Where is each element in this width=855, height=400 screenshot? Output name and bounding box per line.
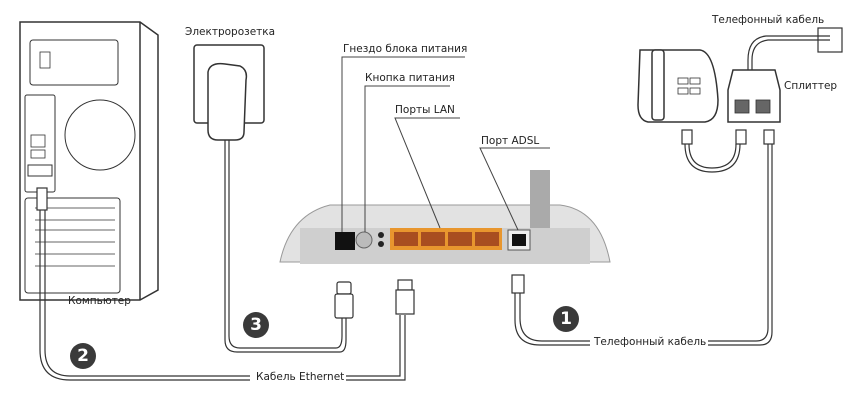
- power-button: [355, 231, 373, 249]
- ethernet-plug-computer: [36, 187, 48, 211]
- callout-adsl-port: Порт ADSL: [481, 135, 540, 147]
- wall-jack-cable: [747, 27, 843, 70]
- step-badge-3: 3: [243, 312, 269, 338]
- callout-lan-ports: Порты LAN: [395, 104, 455, 116]
- callout-lines: [341, 56, 550, 232]
- power-outlet: [193, 44, 265, 141]
- computer-label: Компьютер: [68, 295, 131, 307]
- splitter-label: Сплиттер: [784, 80, 838, 92]
- phone-cable-label: Телефонный кабель: [592, 336, 709, 348]
- step-badge-2: 2: [70, 343, 96, 369]
- computer-tower: [19, 21, 159, 301]
- power-plug: [334, 281, 354, 319]
- phone-cable-router: [511, 140, 773, 346]
- ethernet-cable-label: Кабель Ethernet: [254, 371, 347, 383]
- outlet-label: Электророзетка: [185, 26, 276, 38]
- callout-power-socket: Гнездо блока питания: [343, 43, 468, 55]
- step-badge-1: 1: [553, 306, 579, 332]
- power-cable: [224, 140, 347, 353]
- router: [279, 170, 611, 264]
- callout-power-button: Кнопка питания: [365, 72, 455, 84]
- telephone: [637, 49, 719, 123]
- ethernet-cable: [39, 210, 406, 381]
- wall-jack-label: Телефонный кабель: [712, 14, 825, 26]
- phone-splitter-cable: [681, 129, 775, 173]
- splitter: [727, 69, 781, 123]
- power-socket: [335, 232, 355, 250]
- ethernet-plug-router: [395, 279, 415, 315]
